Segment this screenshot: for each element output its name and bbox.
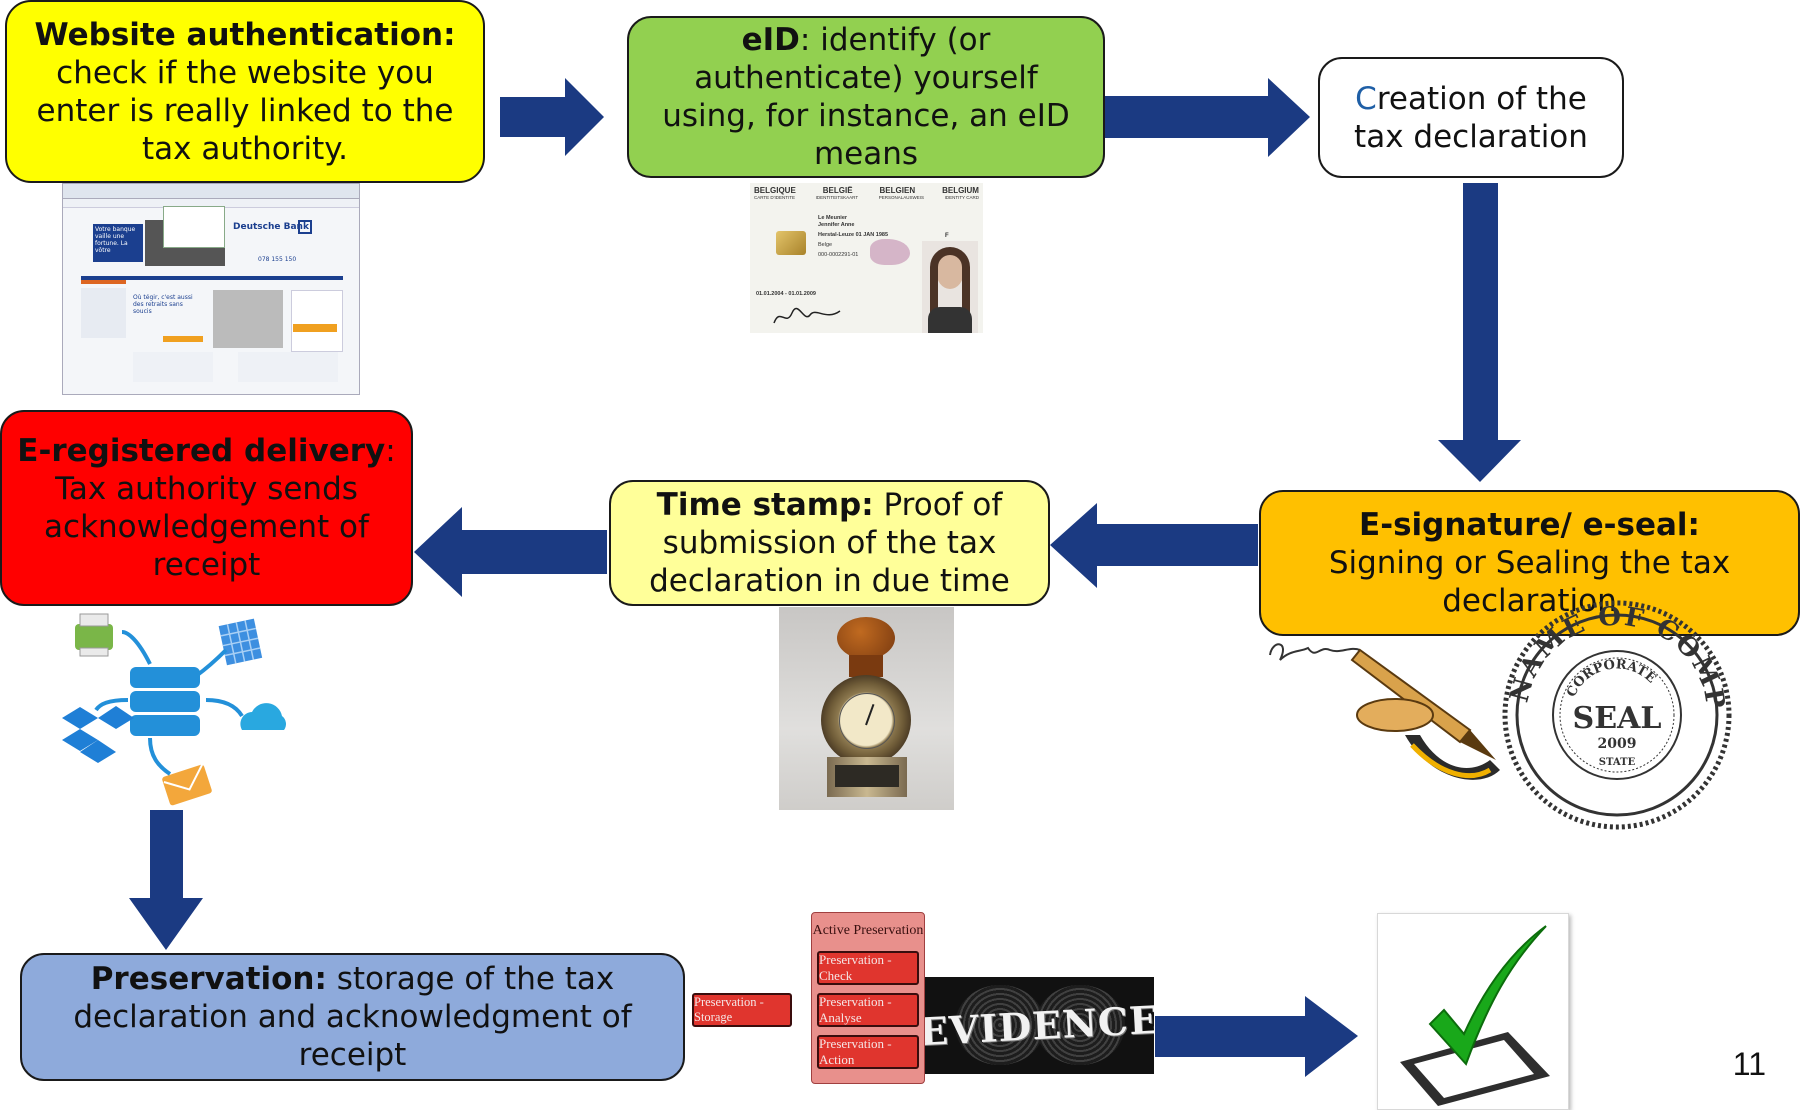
id-country-fr: BELGIQUE [754,186,796,195]
printer-icon [75,613,113,657]
arrow-timestamp-to-eregistered [414,507,607,597]
step-esignature: E-signature/ e-seal:Signing or Sealing t… [1259,490,1800,636]
preservation-action-box: Preservation - Action [817,1035,919,1069]
step-title: eID [741,22,800,58]
id-photo [922,241,978,333]
arrow-eregistered-to-preservation [129,810,203,950]
id-nationality: Belge [818,242,833,248]
arrow-eid-to-creation [1103,78,1310,157]
id-birth: Herstal-Leuze 01 JAN 1985 [818,232,889,238]
cloud-icon [240,703,286,730]
bank-brand: Deutsche Bank [233,222,309,232]
id-subtitle-nl: IDENTITEITSKAART [815,195,859,200]
fountain-pen-icon [1350,648,1500,780]
arrow-evidence-to-check [1155,996,1358,1077]
step-website-authentication: Website authentication: check if the web… [5,0,485,183]
id-subtitle-en: IDENTITY CARD [944,195,979,200]
active-preservation-panel: Active Preservation Preservation - Check… [811,912,925,1084]
step-title: Time stamp: [656,487,874,523]
step-title: Preservation: [90,961,327,997]
arrow-esignature-to-timestamp [1050,503,1258,588]
id-subtitle-de: PERSONALAUSWEIS [878,195,924,200]
preservation-action-label: Preservation - Action [819,1036,892,1067]
step-text: : Tax authority sends acknowledgement of… [44,433,396,583]
preservation-check-box: Preservation - Check [817,951,919,985]
id-subtitle-fr: CARTE D'IDENTITE [754,195,796,200]
preservation-analyse-box: Preservation - Analyse [817,993,919,1027]
preservation-storage-box: Preservation - Storage [692,993,792,1027]
step-title: E-signature/ e-seal: [1359,507,1700,543]
connector-to-cloud [205,698,244,718]
bank-website-screenshot: Votre banque vaille une fortune. La vôtr… [62,183,360,395]
handwritten-signature [1269,643,1361,661]
bank-headline: Votre banque vaille une fortune. La vôtr… [93,224,143,262]
id-country-en: BELGIUM [942,186,979,195]
step-creation: Creation of the tax declaration [1318,57,1624,178]
id-given-name: Jennifer Anne [818,222,855,228]
seal-bottom-text: STATE [1599,757,1636,768]
arrow-website-to-eid [500,78,604,156]
checkmark-icon [1400,925,1550,1106]
step-text: Proof of submission of the tax declarati… [649,487,1010,599]
email-icon [162,761,212,806]
id-name: Le Meunier [818,215,848,221]
id-map [870,239,910,265]
seal-year: 2009 [1598,736,1637,752]
id-card-image: BELGIQUE BELGIË BELGIEN BELGIUM CARTE D'… [750,183,983,333]
step-eid: eID: identify (or authenticate) yourself… [627,16,1105,178]
step-text: : identify (or authenticate) yourself us… [662,22,1070,172]
timestamp-device-image [779,607,954,810]
id-sex: F [945,233,949,239]
connector-to-dropbox [94,698,129,712]
step-title: Website authentication: [34,16,456,53]
seal-main-text: SEAL [1573,701,1662,736]
preservation-analyse-label: Preservation - Analyse [819,994,892,1025]
step-first-letter: C [1355,80,1377,117]
preservation-check-label: Preservation - Check [819,952,892,983]
id-country-de: BELGIEN [879,186,916,195]
step-text: Signing or Sealing the tax declaration [1328,545,1731,619]
connector-to-printer [121,630,152,665]
step-text: storage of the tax declaration and ackno… [73,961,632,1073]
step-text: reation of the tax declaration [1354,80,1588,155]
step-eregistered: E-registered delivery: Tax authority sen… [0,410,413,606]
step-timestamp: Time stamp: Proof of submission of the t… [609,480,1050,606]
arrow-creation-to-esignature [1438,183,1521,482]
id-country-nl: BELGIË [822,186,853,195]
checkmark-image [1377,913,1569,1110]
id-validity: 01.01.2004 - 01.01.2009 [756,291,816,297]
connector-to-email [148,737,172,776]
step-preservation: Preservation: storage of the tax declara… [20,953,685,1081]
preservation-storage-label: Preservation - Storage [694,995,764,1024]
spreadsheet-icon [218,618,263,666]
page-number: 11 [1732,1046,1766,1082]
active-preservation-title: Active Preservation [812,923,924,938]
id-card-no: 000-0002291-01 [818,252,859,258]
database-icon [130,667,200,736]
step-title: E-registered delivery [17,433,386,469]
bank-promo: Où tégir, c'est aussi des retraits sans … [133,294,193,315]
connector-to-spreadsheet [194,648,228,678]
id-chip [776,231,806,255]
bank-phone: 078 155 150 [258,256,297,263]
id-signature [773,307,841,324]
dropbox-icon [62,706,134,763]
evidence-banner: EVIDENCE [925,977,1154,1074]
step-text: check if the website you enter is really… [36,54,454,167]
